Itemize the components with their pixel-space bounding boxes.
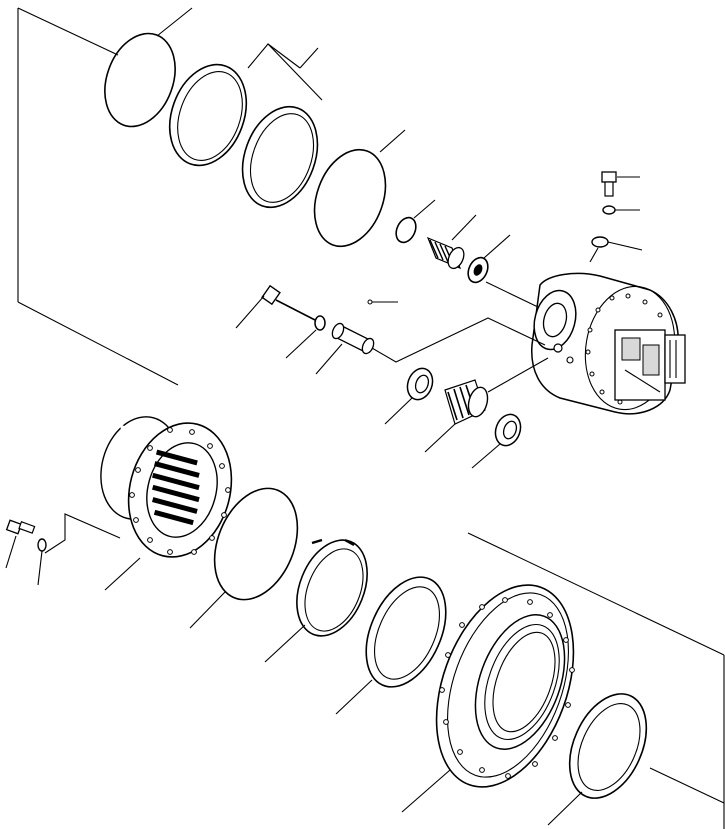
motor-housing-assembly — [531, 272, 686, 415]
seal-ring-pair-1 — [168, 63, 248, 167]
small-o-ring — [395, 199, 436, 244]
assembly-frame-lines — [17, 7, 725, 829]
o-ring-large-2 — [313, 129, 406, 248]
thrust-washer-small — [467, 234, 541, 309]
hex-bolt-small-left — [5, 519, 36, 569]
plug-top — [589, 236, 643, 263]
bearing-race-lower — [335, 576, 447, 715]
floating-seal-ring — [264, 538, 368, 663]
bearing-race-bottom-right — [547, 693, 648, 826]
bearing-ring-right — [471, 413, 522, 469]
hub-drum-with-rollers — [100, 416, 233, 591]
needle-bearing-small — [426, 214, 477, 270]
seal-ring-leader — [247, 43, 323, 101]
hex-bolt-top — [601, 171, 640, 197]
pin-shaft — [315, 299, 546, 375]
tapered-roller-bearing — [424, 357, 549, 453]
seal-ring-pair-2 — [241, 105, 319, 209]
main-ring-gear-housing — [401, 584, 575, 813]
o-ring-large-1 — [104, 7, 193, 128]
small-washer-mid — [285, 315, 326, 359]
long-hex-bolt — [235, 284, 316, 329]
bearing-ring-left — [384, 367, 434, 425]
o-ring-lower — [189, 487, 299, 629]
washer-top — [602, 205, 640, 215]
washer-small-left — [37, 538, 47, 586]
